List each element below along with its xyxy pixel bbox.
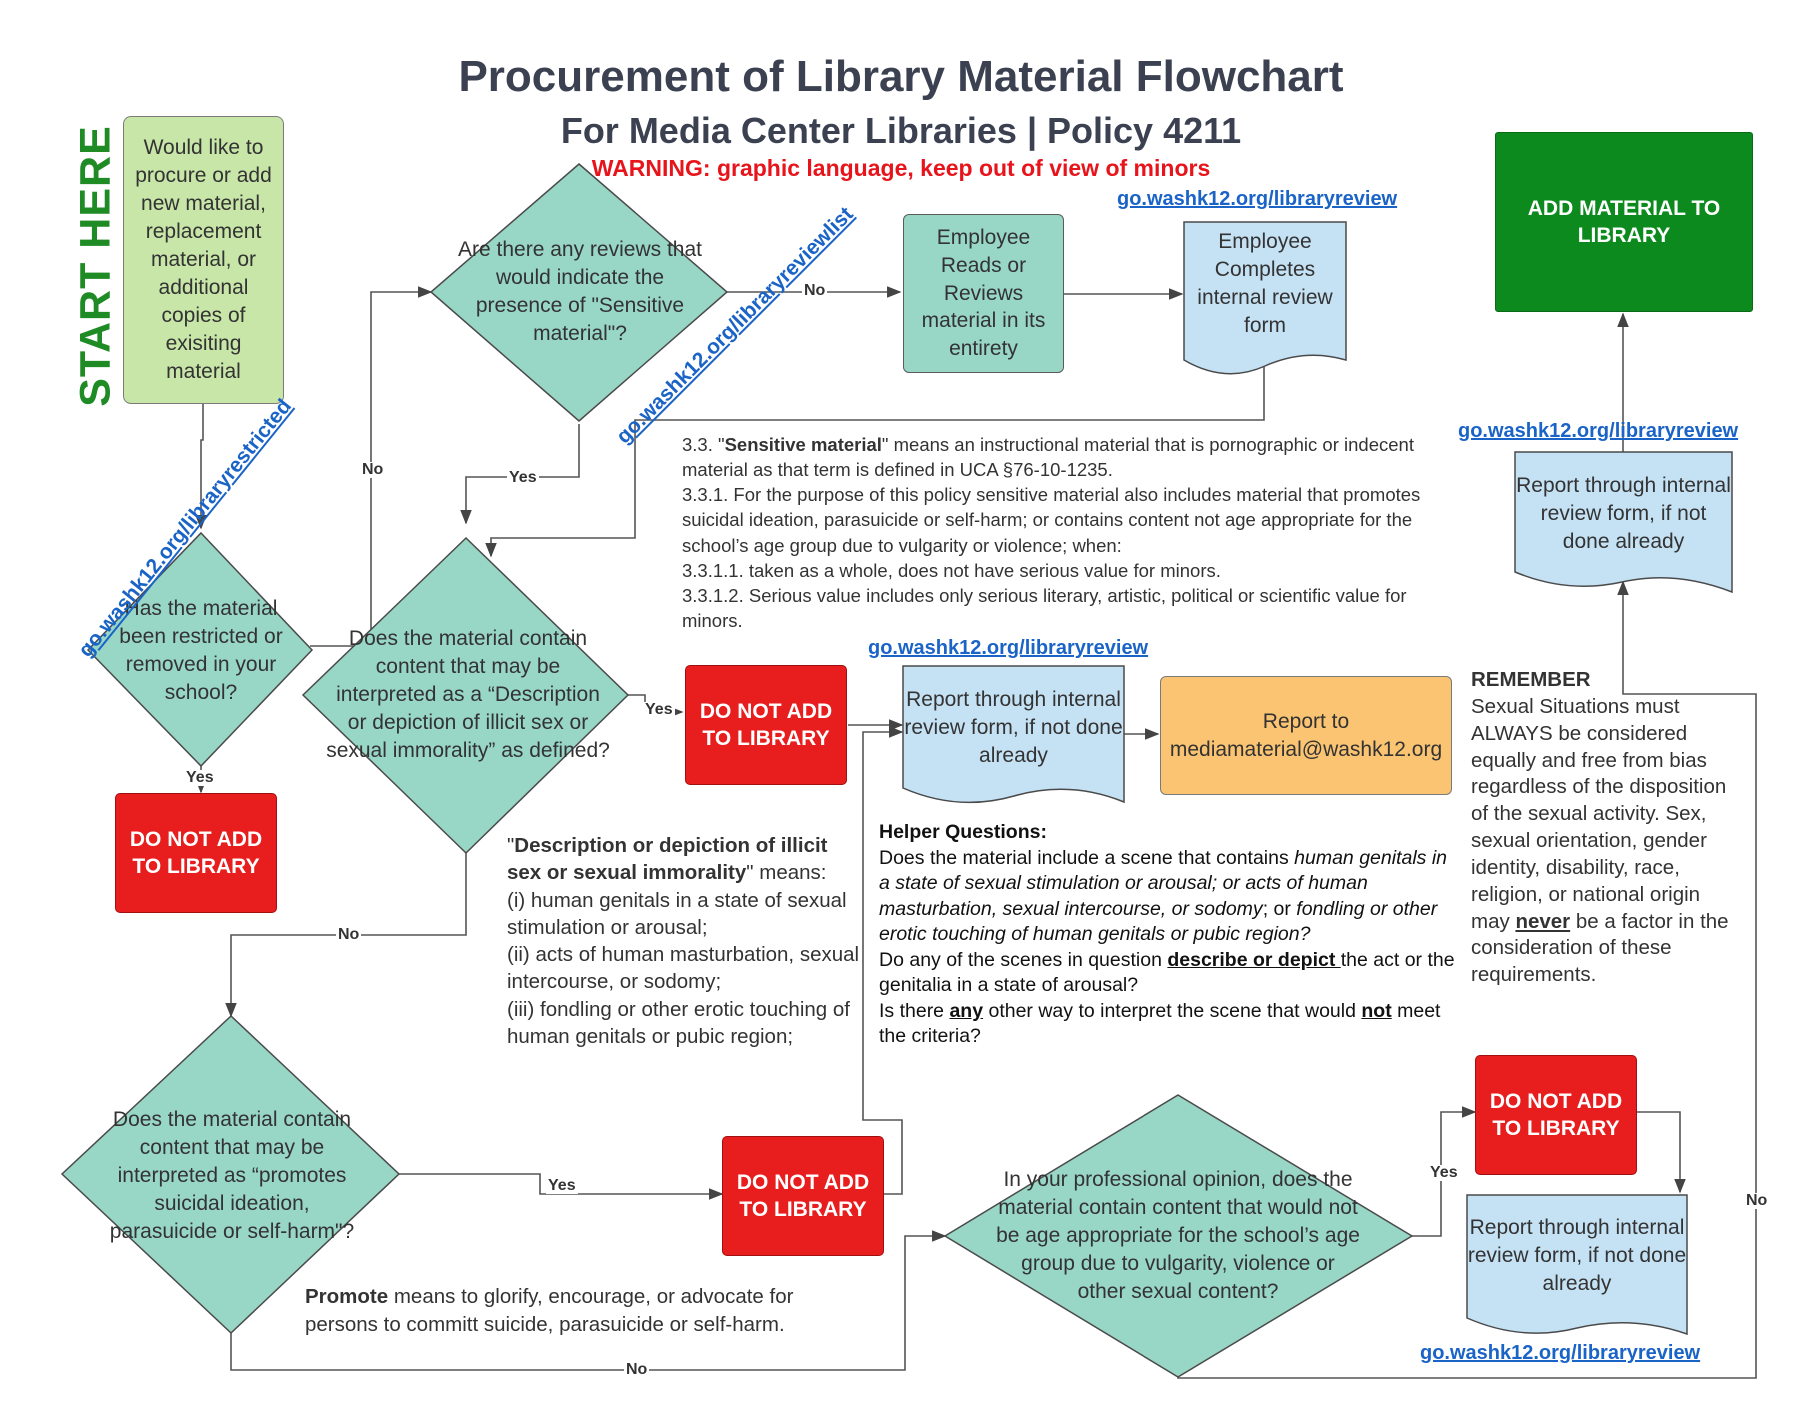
edge-suicide-yes <box>399 1173 724 1200</box>
page-subtitle: For Media Center Libraries | Policy 4211 <box>560 110 1242 151</box>
report-form-top-right-text: Report through internal review form, if … <box>1516 474 1731 553</box>
edge-label-age-yes: Yes <box>1428 1164 1460 1181</box>
decision-suicide-text: Does the material contain content that m… <box>109 1108 355 1243</box>
edge-suicide-no <box>230 1230 947 1371</box>
decision-reviews-diamond <box>429 163 729 422</box>
employee-form-text: Employee Completes internal review form <box>1197 230 1333 337</box>
decision-restricted-diamond <box>86 531 314 768</box>
edge-label-suicide-yes: Yes <box>546 1177 578 1194</box>
doc-report-top-right-shape <box>1514 451 1733 594</box>
link-library-review-top[interactable]: go.washk12.org/libraryreview <box>1117 188 1398 210</box>
page-title: Procurement of Library Material Flowchar… <box>458 52 1344 101</box>
do-not-add-box-sex: DO NOT ADD TO LIBRARY <box>685 665 847 785</box>
link-library-review-right[interactable]: go.washk12.org/libraryreview <box>1458 420 1739 442</box>
report-to-email-box: Report to mediamaterial@washk12.org <box>1160 676 1452 795</box>
edge-start-to-restricted <box>195 402 207 530</box>
do-not-add-box-age: DO NOT ADD TO LIBRARY <box>1475 1055 1637 1175</box>
decision-suicide-diamond <box>60 1014 401 1335</box>
edge-label-reviews-yes: Yes <box>507 469 539 486</box>
decision-reviews-text: Are there any reviews that would indicat… <box>458 238 702 345</box>
edge-stop3-to-report <box>1631 1111 1686 1194</box>
do-not-add-box-suicide: DO NOT ADD TO LIBRARY <box>722 1136 884 1256</box>
start-box: Would like to procure or add new materia… <box>123 116 284 404</box>
link-library-review-mid[interactable]: go.washk12.org/libraryreview <box>868 637 1149 659</box>
edge-label-sex-no: No <box>336 926 362 943</box>
edge-label-restricted-no: No <box>360 461 386 478</box>
edge-label-age-no: No <box>1744 1192 1770 1209</box>
do-not-add-box-restricted: DO NOT ADD TO LIBRARY <box>115 793 277 913</box>
doc-report-mid-shape <box>902 665 1125 804</box>
warning-text: WARNING: graphic language, keep out of v… <box>591 155 1211 181</box>
doc-employee-form-shape <box>1183 221 1347 375</box>
decision-sex-text: Does the material contain content that m… <box>326 627 610 762</box>
link-library-review-bottom[interactable]: go.washk12.org/libraryreview <box>1420 1342 1701 1364</box>
report-form-mid-text: Report through internal review form, if … <box>904 688 1123 767</box>
decision-sex-diamond <box>301 536 630 855</box>
decision-age-text: In your professional opinion, does the m… <box>996 1168 1360 1303</box>
edge-label-sex-yes: Yes <box>643 701 675 718</box>
edge-form-to-sex <box>485 350 1265 558</box>
decision-restricted-text: Has the material been restricted or remo… <box>119 597 283 704</box>
helper-questions: Helper Questions: Does the material incl… <box>879 821 1455 1048</box>
remember-note: REMEMBER Sexual Situations must ALWAYS b… <box>1471 668 1729 987</box>
edge-label-restricted-yes: Yes <box>184 769 216 786</box>
illicit-definition: "Description or depiction of illicit sex… <box>507 834 860 1048</box>
doc-report-bottom-right-shape <box>1466 1194 1688 1336</box>
edge-label-suicide-no: No <box>624 1361 650 1378</box>
employee-reads-box: Employee Reads or Reviews material in it… <box>903 214 1064 373</box>
decision-age-diamond <box>943 1094 1414 1378</box>
promote-definition: Promote means to glorify, encourage, or … <box>305 1285 794 1336</box>
sensitive-material-definition: 3.3. "Sensitive material" means an instr… <box>682 434 1421 632</box>
add-material-box: ADD MATERIAL TO LIBRARY <box>1495 132 1753 312</box>
edge-label-reviews-no: No <box>802 282 828 299</box>
report-form-bottom-right-text: Report through internal review form, if … <box>1467 1216 1687 1295</box>
edge-stop2-to-report <box>862 726 904 1195</box>
